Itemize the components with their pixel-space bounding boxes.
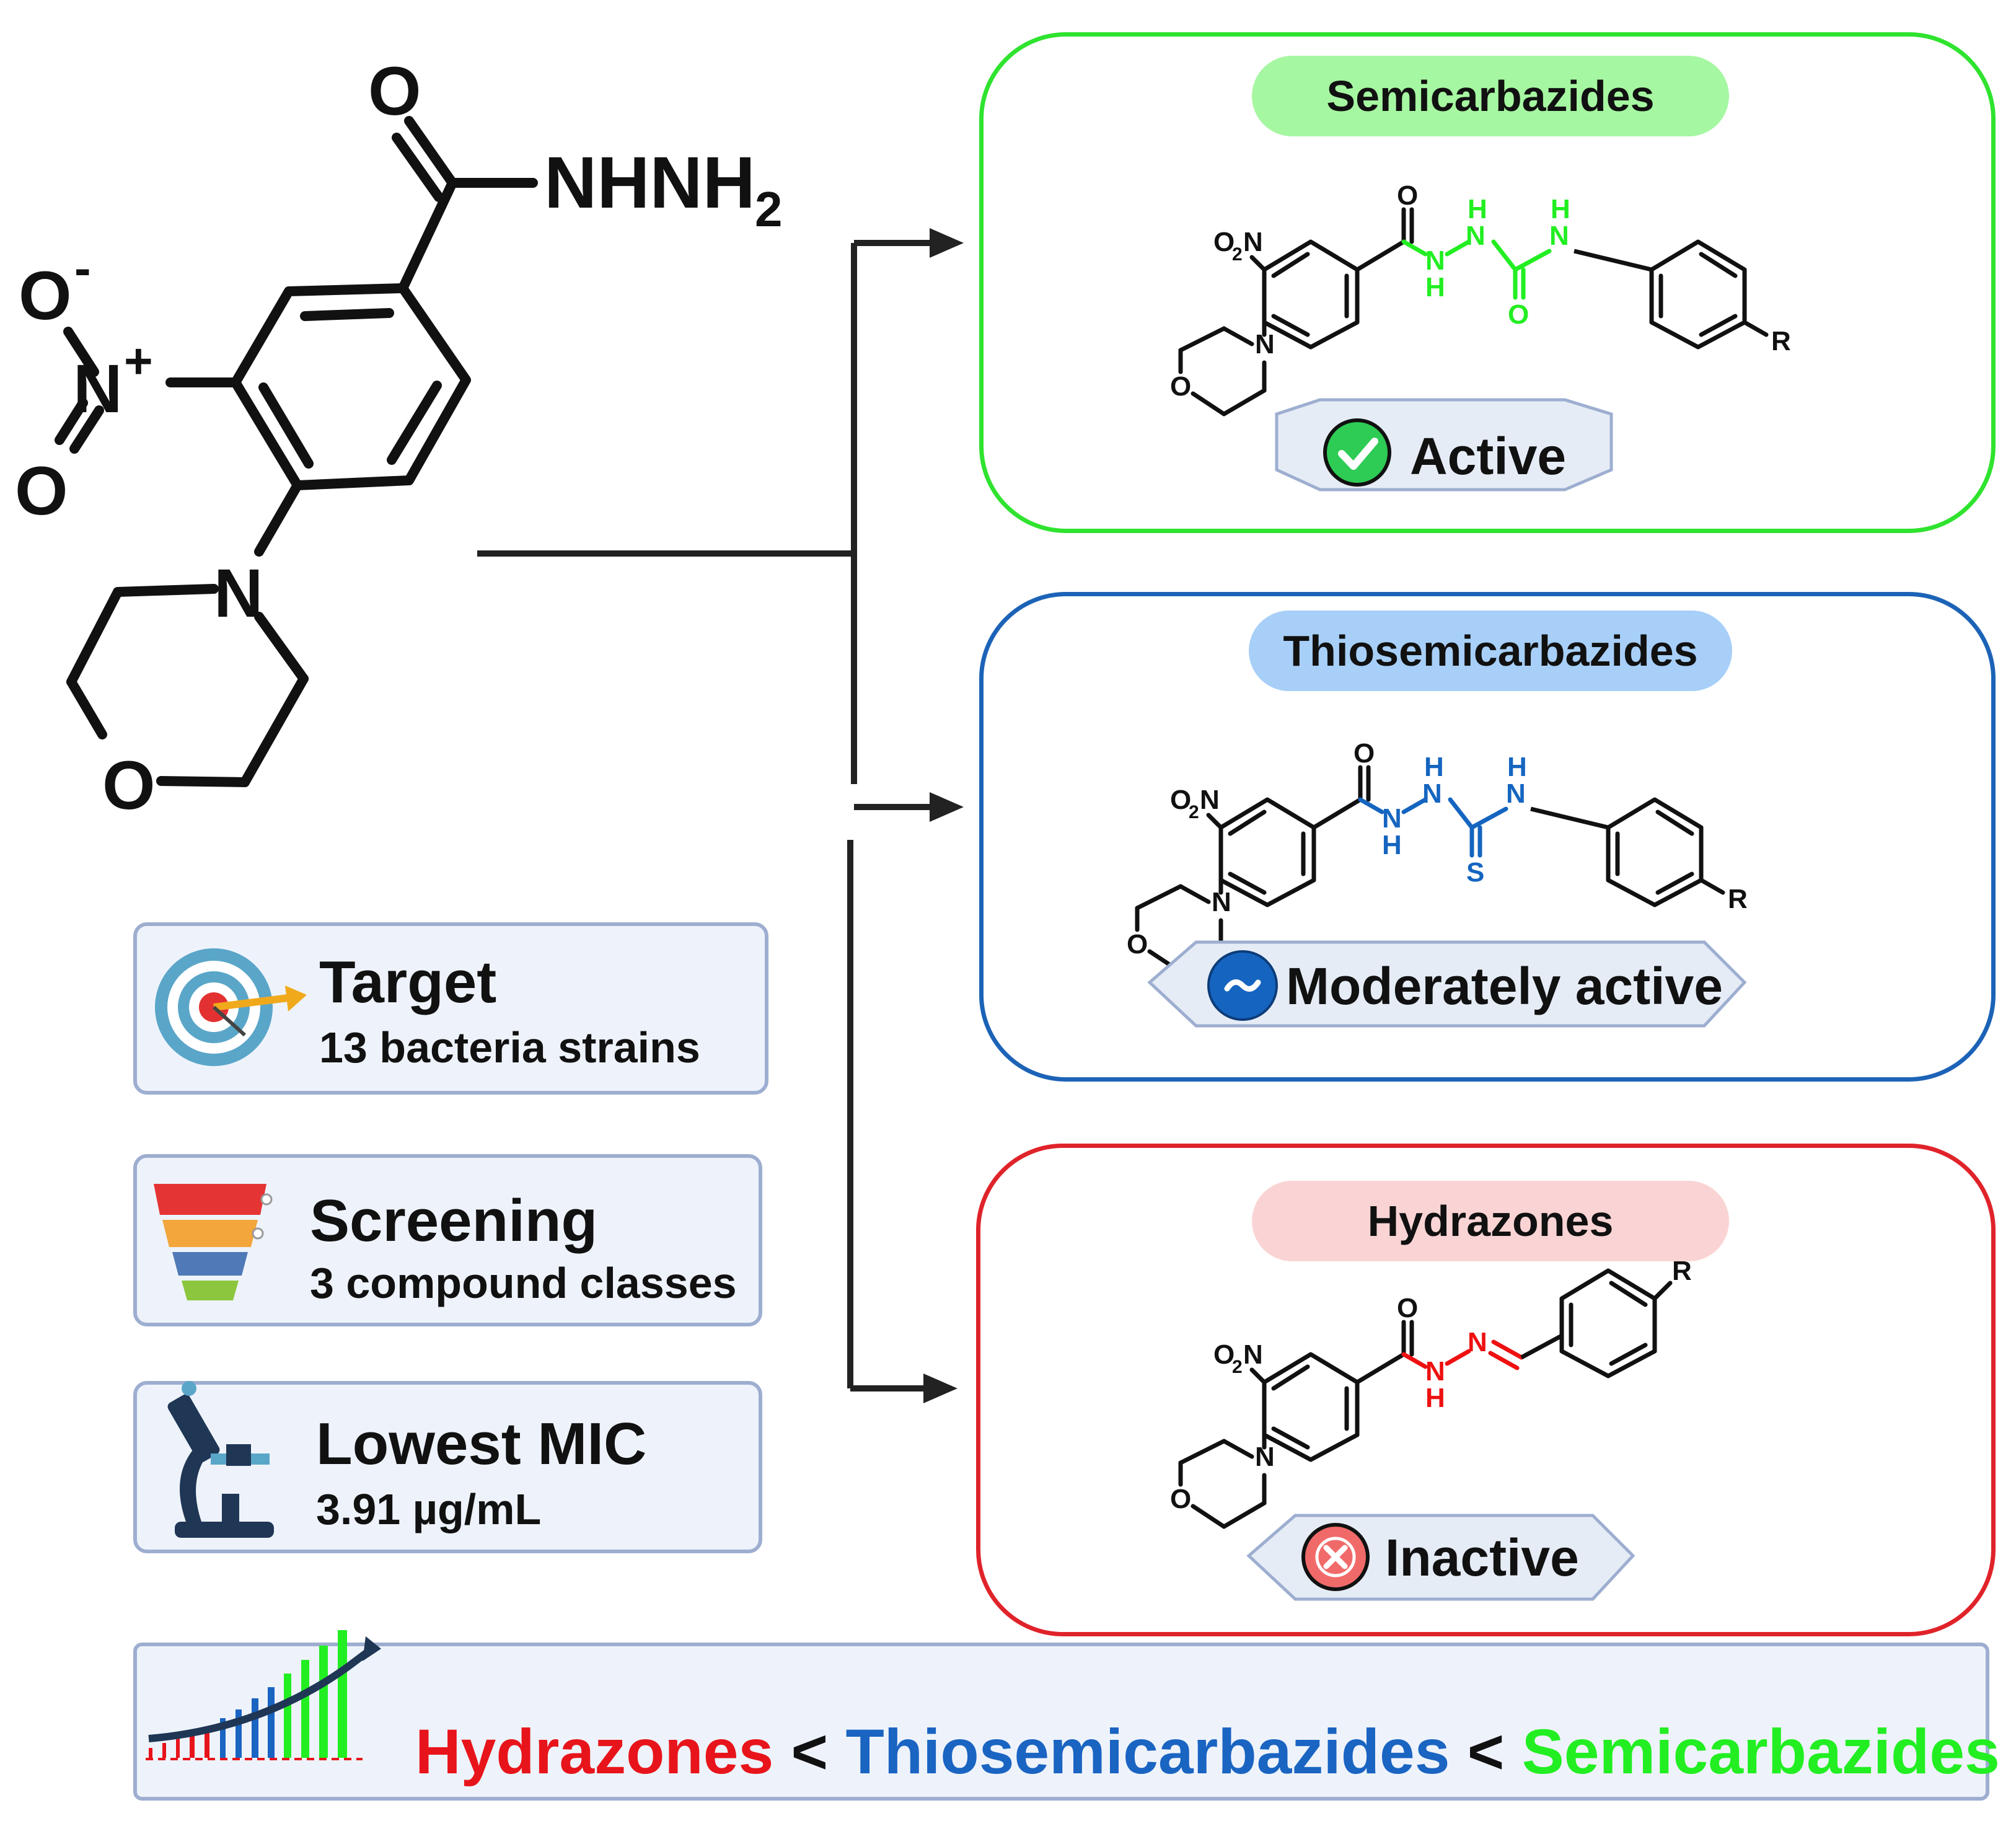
svg-text:N: N bbox=[1382, 803, 1402, 834]
atom-nitro-o-top: O bbox=[19, 258, 72, 334]
target-icon bbox=[155, 948, 307, 1066]
activity-label-thiosemicarbazides: Moderately active bbox=[1286, 957, 1723, 1015]
summary-bar bbox=[133, 1643, 1989, 1801]
summary-thiosemicarbazides: Thiosemicarbazides bbox=[845, 1716, 1450, 1787]
summary-semicarbazides: Semicarbazides bbox=[1521, 1716, 2000, 1787]
svg-text:H: H bbox=[1425, 1383, 1445, 1413]
structure-hydrazone: N H N R bbox=[1170, 1256, 1692, 1527]
info-subtitle-lowest-mic: 3.91 µg/mL bbox=[316, 1485, 542, 1533]
pill-semicarbazides: Semicarbazides bbox=[1252, 56, 1729, 136]
svg-text:N: N bbox=[1425, 245, 1445, 276]
svg-text:R: R bbox=[1672, 1256, 1692, 1286]
info-title-lowest-mic: Lowest MIC bbox=[316, 1411, 647, 1477]
svg-text:N: N bbox=[1422, 778, 1442, 809]
arrow-heads bbox=[923, 228, 964, 1403]
pill-hydrazones: Hydrazones bbox=[1252, 1181, 1729, 1261]
activity-label-semicarbazides: Active bbox=[1410, 427, 1567, 485]
arrow-head-thiosemicarbazides bbox=[930, 792, 964, 822]
svg-text:R: R bbox=[1728, 884, 1748, 914]
svg-text:H: H bbox=[1507, 752, 1527, 782]
summary-ranking: Hydrazones < Thiosemicarbazides < Semica… bbox=[415, 1720, 2000, 1783]
structure-semicarbazide: N H N H N H O R bbox=[1170, 180, 1791, 414]
main-compound-atoms: O NHNH 2 O - N + O N O bbox=[15, 53, 783, 824]
summary-separator-2: < bbox=[1450, 1716, 1522, 1787]
atom-nitro-n-charge: + bbox=[124, 333, 153, 389]
microscope-icon bbox=[167, 1381, 274, 1538]
main-compound-structure bbox=[55, 116, 538, 787]
svg-text:H: H bbox=[1424, 752, 1444, 782]
svg-text:R: R bbox=[1771, 326, 1791, 356]
tilde-icon bbox=[1207, 950, 1278, 1021]
structure-thiosemicarbazide: N H N H N H S R bbox=[1127, 738, 1748, 972]
svg-text:S: S bbox=[1466, 857, 1484, 888]
growth-chart-icon bbox=[146, 1630, 381, 1760]
info-subtitle-screening: 3 compound classes bbox=[310, 1259, 737, 1307]
svg-text:H: H bbox=[1382, 830, 1402, 860]
svg-text:N: N bbox=[1425, 1356, 1445, 1387]
arrow-head-semicarbazides bbox=[930, 228, 964, 258]
info-card-lowest-mic bbox=[133, 1381, 762, 1553]
summary-separator-1: < bbox=[773, 1716, 846, 1787]
pill-thiosemicarbazides: Thiosemicarbazides bbox=[1249, 611, 1732, 691]
svg-text:H: H bbox=[1468, 194, 1487, 224]
svg-text:H: H bbox=[1551, 194, 1570, 224]
info-title-target: Target bbox=[319, 949, 497, 1015]
funnel-icon bbox=[154, 1184, 273, 1300]
svg-text:O: O bbox=[1508, 299, 1529, 330]
svg-text:N: N bbox=[1506, 778, 1526, 809]
summary-hydrazones: Hydrazones bbox=[415, 1716, 774, 1787]
svg-text:N: N bbox=[1466, 221, 1486, 251]
svg-text:N: N bbox=[1468, 1327, 1487, 1357]
badge-shape-moderate bbox=[1147, 940, 1747, 1028]
atom-nitro-n: N bbox=[73, 351, 122, 427]
atom-hydrazide-sub: 2 bbox=[755, 182, 783, 237]
svg-text:H: H bbox=[1425, 272, 1445, 302]
info-title-screening: Screening bbox=[310, 1188, 598, 1254]
atom-morpholine-o: O bbox=[102, 748, 156, 824]
cross-icon bbox=[1301, 1523, 1370, 1591]
arrow-head-hydrazones bbox=[923, 1374, 957, 1403]
atom-carbonyl-o: O bbox=[368, 53, 421, 130]
check-icon bbox=[1323, 418, 1391, 487]
svg-text:N: N bbox=[1549, 221, 1569, 251]
atom-nitro-o-top-charge: - bbox=[74, 240, 91, 296]
info-subtitle-target: 13 bacteria strains bbox=[319, 1023, 700, 1072]
atom-nitro-o-bottom: O bbox=[15, 453, 68, 529]
connector-arrows bbox=[477, 240, 933, 1392]
activity-label-hydrazones: Inactive bbox=[1385, 1528, 1579, 1587]
atom-hydrazide: NHNH bbox=[544, 142, 755, 224]
atom-morpholine-n: N bbox=[214, 555, 263, 632]
